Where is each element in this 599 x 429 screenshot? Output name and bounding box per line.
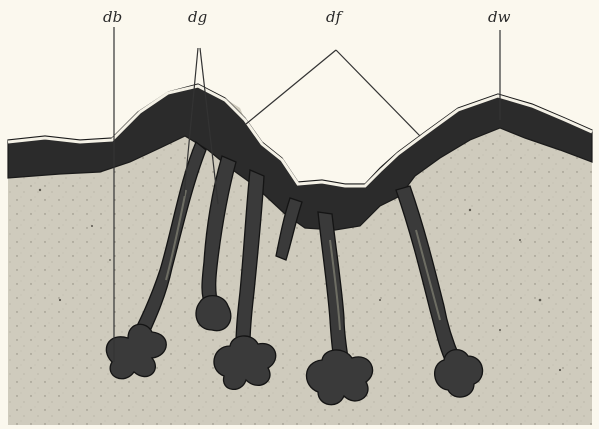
label-df: df (326, 8, 344, 26)
label-dg: dg (188, 8, 207, 26)
label-db: db (103, 8, 122, 26)
label-dw: dw (488, 8, 511, 26)
